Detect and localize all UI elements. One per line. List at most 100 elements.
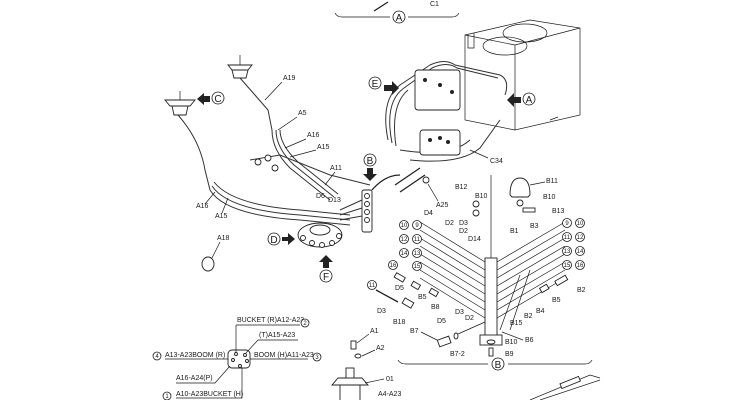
label-d13: D13: [328, 197, 341, 204]
label-b1: B1: [510, 228, 519, 235]
label-p: A16-A24(P): [176, 375, 213, 382]
view-a-bracket: A C1: [334, 1, 460, 24]
label-d6: D6: [316, 193, 325, 200]
label-b18: B18: [393, 319, 406, 326]
label-a25: A25: [436, 202, 449, 209]
port-map: BUCKET (R)A12-A23 2 (T)A15-A23 4 A13-A23…: [152, 317, 322, 400]
port-15-right: 15: [564, 263, 571, 269]
label-b2b: B2: [577, 287, 586, 294]
label-c1: C1: [430, 1, 439, 8]
label-d14: D14: [468, 236, 481, 243]
port-14-right: 14: [577, 249, 584, 255]
label-t: (T)A15-A23: [259, 332, 295, 339]
port-10-left: 10: [401, 223, 408, 229]
view-c-callout: C: [197, 91, 225, 105]
view-b-bottom-callout: [491, 357, 505, 371]
view-d-label: D: [270, 235, 277, 246]
view-b-bottom-label: B: [495, 360, 502, 371]
port-13-right: 13: [564, 249, 571, 255]
label-b5a: B5: [418, 294, 427, 301]
label-b13: B13: [552, 208, 565, 215]
view-c-label: C: [214, 94, 221, 105]
arrow-icon: [384, 81, 399, 95]
label-o1: 01: [386, 376, 394, 383]
view-e-callout: E: [368, 76, 399, 95]
label-b5b: B5: [552, 297, 561, 304]
label-boom-h: BOOM (H)A11-A23: [254, 352, 314, 359]
pilot-lever-assembly: A1 A2 01 A4-A23: [331, 328, 601, 400]
port-16-left: 16: [390, 263, 397, 269]
arrow-icon: [197, 93, 210, 105]
port-num-3: 3: [315, 355, 319, 361]
label-b2a: B2: [524, 313, 533, 320]
label-d3b: D3: [455, 309, 464, 316]
label-a18: A18: [217, 235, 230, 242]
label-d2a: D2: [445, 220, 454, 227]
label-b10-top: B10: [475, 193, 488, 200]
port-11-detail-label: 11: [369, 283, 376, 289]
label-b12: B12: [455, 184, 468, 191]
port-9-left: 9: [415, 223, 419, 229]
label-c34: C34: [490, 158, 503, 165]
label-boom-r: A13-A23BOOM (R): [165, 352, 225, 359]
label-d5b: D5: [437, 318, 446, 325]
arrow-icon: [282, 233, 295, 245]
label-b6: B6: [525, 337, 534, 344]
control-valve-assembly: C34: [385, 61, 508, 193]
label-a5: A5: [298, 110, 307, 117]
port-14-left: 14: [401, 251, 408, 257]
arrow-icon: [319, 255, 333, 268]
label-b10-right: B10: [543, 194, 556, 201]
label-b7: B7: [410, 328, 419, 335]
view-e-label: E: [372, 79, 379, 90]
view-a-callout: [392, 10, 406, 24]
view-a-tank-label: A: [526, 95, 533, 106]
port-13-left: 13: [414, 251, 421, 257]
label-a2: A2: [376, 345, 385, 352]
label-d2c: D2: [465, 315, 474, 322]
label-a1: A1: [370, 328, 379, 335]
label-d2b: D2: [459, 228, 468, 235]
junction-block: B A25: [339, 153, 449, 233]
label-a4-a23: A4-A23: [378, 391, 401, 398]
pilot-valve-hoses: A19 A5 A16 A15 A11 A16 A15 D6 D13 A18: [164, 55, 371, 272]
port-15-left: 15: [414, 264, 421, 270]
hydraulic-tank: [464, 19, 581, 131]
left-port-numbers: 9 10 11 12 13 14 15 16: [388, 220, 422, 271]
label-b9: B9: [505, 351, 514, 358]
arrow-icon: [507, 93, 521, 107]
port-9-right: 9: [565, 221, 569, 227]
label-d3c: D3: [377, 308, 386, 315]
label-b8: B8: [431, 304, 440, 311]
label-b7-2: B7-2: [450, 351, 465, 358]
port-11-left: 11: [414, 237, 421, 243]
label-d5a: D5: [395, 285, 404, 292]
view-a-tank-callout: A: [507, 92, 536, 107]
label-d4: D4: [424, 210, 433, 217]
label-b11: B11: [546, 178, 558, 185]
port-16-right: 16: [577, 263, 584, 269]
port-12-right: 12: [577, 235, 584, 241]
port-num-1: 1: [165, 394, 169, 400]
label-a11: A11: [330, 165, 342, 172]
label-a16-top: A16: [307, 132, 320, 139]
port-num-2: 2: [303, 321, 307, 327]
right-port-numbers: 9 10 11 12 13 14 15 16: [562, 218, 585, 270]
view-b-manifold: B12 B10 B11 B10 B13 D4 D2 D3 D2 D14 B1 B…: [367, 175, 593, 371]
label-b4: B4: [536, 308, 545, 315]
label-d3a: D3: [459, 220, 468, 227]
port-10-right: 10: [577, 221, 584, 227]
port-11-detail: [367, 280, 377, 290]
arrow-icon: [363, 168, 377, 181]
label-b3: B3: [530, 223, 539, 230]
label-a19: A19: [283, 75, 296, 82]
port-12-left: 12: [401, 237, 408, 243]
label-b10-bottom: B10: [505, 339, 518, 346]
label-bucket-h: A10-A23BUCKET (H): [176, 391, 243, 398]
port-11-right: 11: [564, 235, 571, 241]
port-num-4: 4: [155, 354, 159, 360]
label-bucket-r: BUCKET (R)A12-A23: [237, 317, 304, 324]
view-f-label: F: [323, 272, 329, 283]
label-a16-left: A16: [196, 203, 209, 210]
